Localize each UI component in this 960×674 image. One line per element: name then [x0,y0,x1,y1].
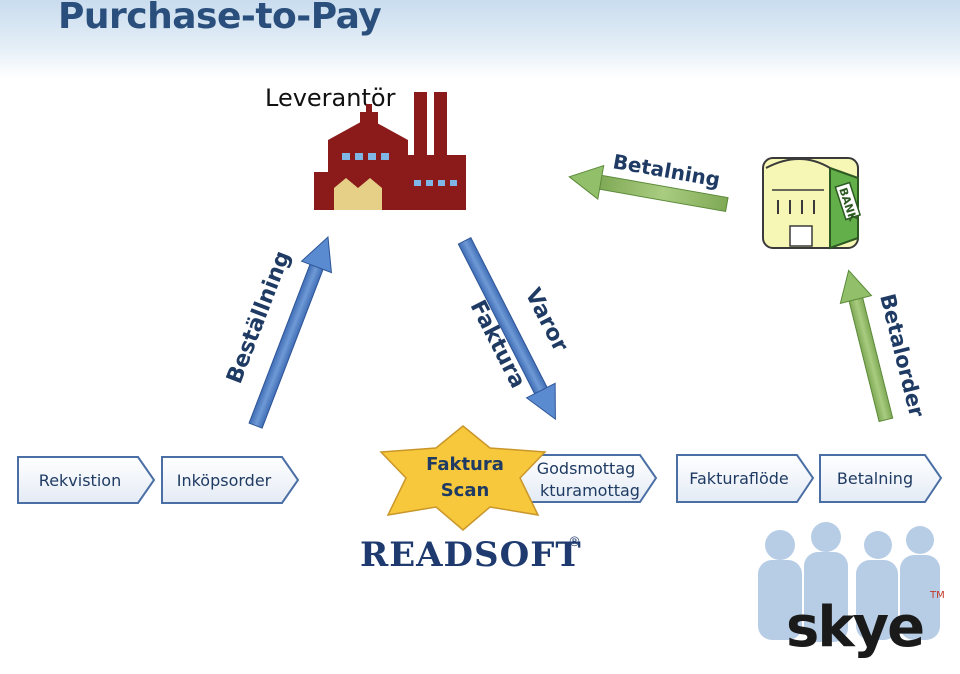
betalorder-arrow [839,269,894,423]
readsoft-logo-text: READSOFT [360,535,582,575]
skye-trademark-mark: TM [929,590,945,601]
process-step-label: Godsmottag [537,459,636,478]
bank-icon: BANK [762,157,862,250]
readsoft-logo: READSOFT ® [360,535,582,575]
header-band [0,0,960,78]
skye-logo-text: skye [786,595,923,660]
readsoft-registered-mark: ® [568,535,581,550]
page-title: Purchase-to-Pay [58,0,382,37]
skye-logo: skye TM [758,522,945,660]
factory-icon [314,92,466,210]
process-step-betalning: Betalning [819,454,943,503]
bestallning-arrow [248,235,333,429]
betalning-top-arrow [568,164,729,213]
process-step-label: Betalning [837,469,913,488]
process-step-inkopsorder: Inköpsorder [161,456,300,504]
people-silhouettes-icon [758,522,940,642]
faktura-scan-line2: Scan [441,480,490,501]
process-step-label: kturamottag [540,481,640,500]
process-step-rekvistion: Rekvistion [17,456,156,504]
varor-arrow [457,237,556,421]
process-step-label: Rekvistion [39,471,121,490]
process-step-fakturaflode: Fakturaflöde [676,454,815,503]
process-step-label: Inköpsorder [177,471,272,490]
faktura-scan-line1: Faktura [426,454,504,475]
faktura-scan-star: Faktura Scan [379,425,547,531]
varor-label: Varor [520,284,573,356]
process-step-label: Fakturaflöde [689,469,788,488]
supplier-label: Leverantör [265,84,396,112]
